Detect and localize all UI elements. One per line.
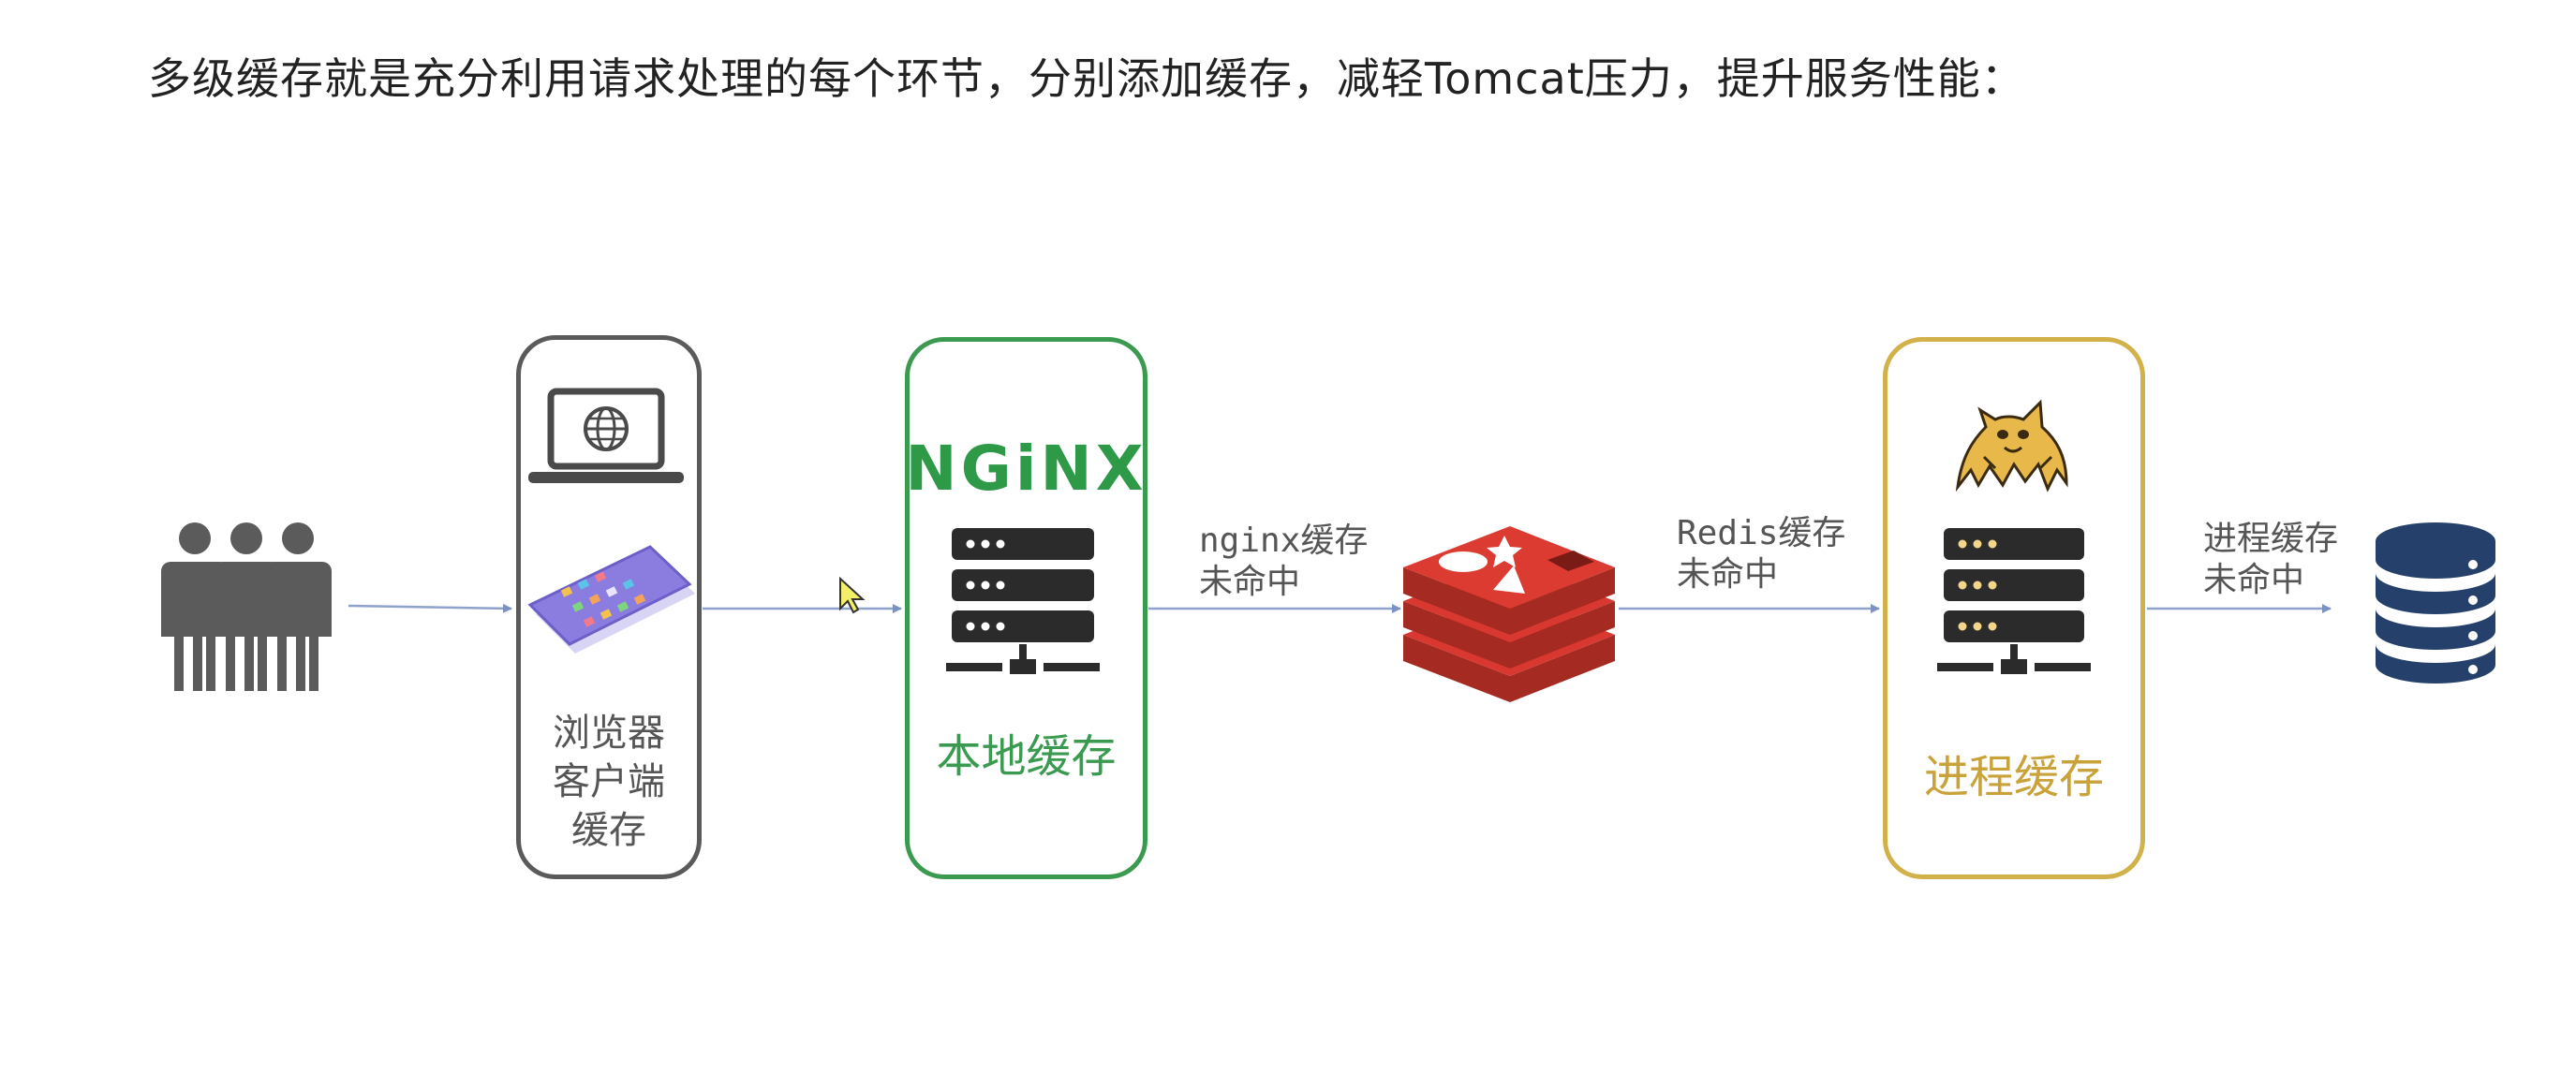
nginx-miss-label: nginx缓存 未命中 (1199, 521, 1368, 603)
edge-label-line: 未命中 (1677, 555, 1779, 594)
arrow-users-to-browser (348, 603, 512, 613)
tomcat-icon (1955, 399, 2068, 492)
edge-label-line: 未命中 (2203, 561, 2305, 599)
edge-label-line: Redis缓存 (1677, 514, 1846, 552)
browser-label-line: 缓存 (571, 809, 646, 852)
redis-miss-label: Redis缓存 未命中 (1677, 513, 1845, 595)
laptop-globe-icon (528, 388, 684, 483)
edge-label-line: 进程缓存 (2203, 520, 2339, 558)
edge-label-line: nginx缓存 (1199, 522, 1369, 560)
browser-cache-label: 浏览器 客户端 缓存 (516, 709, 702, 855)
process-cache-label: 进程缓存 (1923, 751, 2104, 803)
process-miss-label: 进程缓存 未命中 (2203, 519, 2338, 601)
local-cache-label: 本地缓存 (936, 730, 1117, 783)
nginx-local-cache-box (905, 337, 1147, 879)
database-icon (2376, 522, 2495, 683)
headline: 多级缓存就是充分利用请求处理的每个环节，分别添加缓存，减轻Tomcat压力，提升… (148, 53, 2025, 104)
nginx-logo: NGiNX (905, 433, 1147, 505)
server-icon (1937, 528, 2091, 674)
edge-label-line: 未命中 (1199, 563, 1301, 601)
browser-label-line: 客户端 (553, 760, 665, 803)
redis-icon (1403, 526, 1615, 702)
smartphone-icon (527, 545, 695, 654)
server-icon (946, 528, 1100, 674)
users-icon (161, 522, 332, 691)
browser-label-line: 浏览器 (553, 712, 665, 755)
mouse-cursor-icon (839, 576, 866, 614)
